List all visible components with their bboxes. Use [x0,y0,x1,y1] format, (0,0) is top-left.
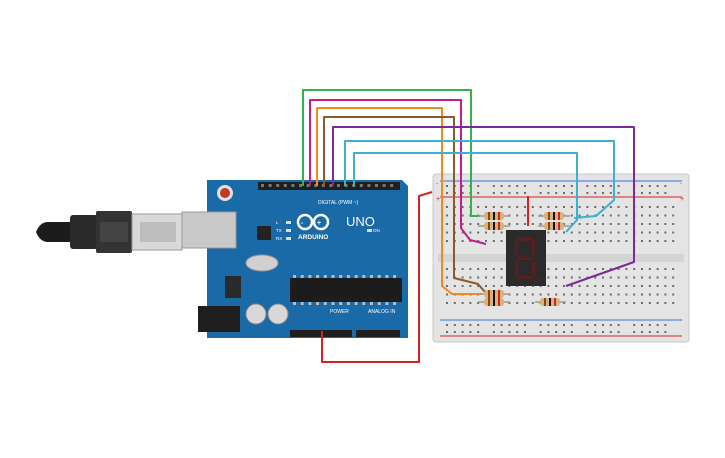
usb-b-port [181,211,237,249]
breadboard-holes [446,185,675,333]
reset-button[interactable] [220,188,230,198]
resistor-4 [538,222,570,230]
l-led [286,221,291,224]
breadboard-minus-label-right: - [680,181,683,188]
resistor-5 [478,290,510,298]
breadboard-plus-label: + [436,196,440,203]
rx-label: RX [276,236,282,241]
atmega-chip [290,278,402,302]
usb-chip [257,226,271,240]
resistor-3 [478,222,510,230]
arduino-logo: - + [296,213,330,231]
dc-power-jack [198,306,240,332]
resistor-6 [478,298,510,306]
wire-magenta [309,99,487,245]
usb-cable[interactable] [36,211,183,253]
on-label: ON [373,228,380,233]
wire-green [302,89,480,217]
arduino-model-text: UNO [346,214,375,229]
capacitor-1 [245,303,267,325]
breadboard-plus-label-right: + [680,196,684,203]
resistors[interactable] [478,212,570,306]
digital-header[interactable] [258,182,400,190]
resistor-7 [535,298,566,306]
power-label: POWER [330,309,349,315]
voltage-regulator [225,276,241,298]
l-label: L [276,220,279,225]
wire-cyan-1 [344,140,615,219]
chip-pins [293,275,397,305]
capacitor-2 [267,303,289,325]
wires[interactable] [302,89,635,363]
arduino-brand-text: ARDUINO [298,234,328,241]
resistor-2 [538,212,570,220]
rx-led [286,237,291,240]
analog-header[interactable] [356,330,400,337]
on-led [367,229,372,232]
resistor-1 [478,212,510,220]
svg-text:+: + [317,220,321,227]
tx-label: TX [276,228,282,233]
display-segments [515,238,541,281]
wire-brown [323,116,493,301]
wire-red-power [321,191,433,363]
analog-label: ANALOG IN [368,309,396,315]
breadboard-minus-label: - [436,181,439,188]
wire-purple [332,126,635,287]
wire-orange [316,107,482,295]
arduino-uno-board[interactable]: - + ARDUINO UNO DIGITAL (PWM ~) POWER AN… [181,180,408,338]
wire-cyan-2 [353,152,578,233]
svg-text:-: - [301,220,304,227]
digital-label: DIGITAL (PWM ~) [318,200,358,206]
crystal-oscillator [245,254,279,272]
tx-led [286,229,291,232]
seven-segment-display[interactable] [506,230,546,286]
